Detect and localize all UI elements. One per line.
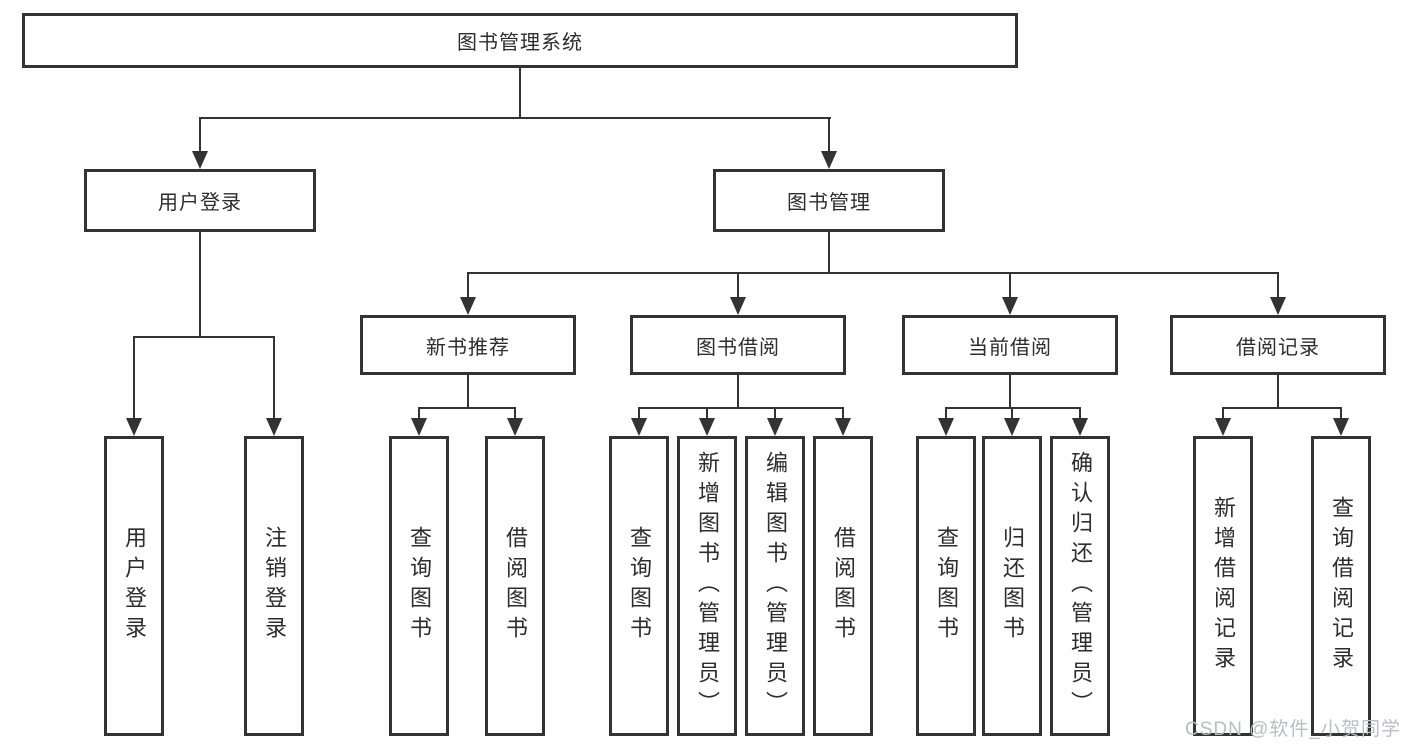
node-borrowing-records: 借阅记录: [1170, 315, 1386, 375]
node-borrowing-records-label: 借阅记录: [1236, 336, 1320, 359]
leaf-logout-login: 注销登录: [244, 436, 304, 736]
node-user-login: 用户登录: [84, 169, 316, 232]
node-new-book-recommendation-label: 新书推荐: [426, 336, 510, 359]
leaf-query-books-current: 查询图书: [916, 436, 976, 736]
arrow-to-query-books-3: [938, 407, 954, 436]
arrow-to-query-books-2: [631, 407, 647, 436]
node-user-login-label: 用户登录: [158, 192, 242, 214]
arrow-to-leaf-logout: [266, 336, 282, 436]
watermark: CSDN @软件_小贺同学: [1185, 719, 1401, 740]
leaf-user-login-label: 用户登录: [122, 526, 147, 646]
connector-borrowing-vline: [737, 375, 739, 407]
arrow-to-borrow-books-2: [835, 407, 851, 436]
arrow-to-current-borrowing: [1002, 272, 1018, 315]
connector-book-management-vline: [828, 232, 830, 272]
node-book-borrowing-label: 图书借阅: [696, 336, 780, 359]
connector-user-login-vline: [199, 232, 201, 336]
leaf-query-borrow-record: 查询借阅记录: [1311, 436, 1371, 736]
connector-current-hline: [945, 407, 1081, 409]
connector-root-vline: [519, 68, 521, 117]
connector-recommendation-vline: [467, 375, 469, 407]
arrow-to-add-books: [699, 407, 715, 436]
arrow-to-return-books: [1004, 407, 1020, 436]
leaf-confirm-return-admin: 确认归还（管理员）: [1050, 436, 1110, 736]
leaf-borrow-books-borrowing: 借阅图书: [813, 436, 873, 736]
node-library-system-label: 图书管理系统: [457, 32, 583, 54]
arrow-to-new-book-recommendation: [460, 272, 476, 315]
leaf-borrow-books-borrowing-label: 借阅图书: [831, 526, 856, 646]
arrow-to-book-borrowing: [730, 272, 746, 315]
arrow-to-leaf-user-login: [126, 336, 142, 436]
leaf-confirm-return-admin-label: 确认归还（管理员）: [1068, 451, 1093, 721]
leaf-query-books-borrowing-label: 查询图书: [627, 526, 652, 646]
arrow-to-borrow-books-1: [507, 407, 523, 436]
connector-root-hline: [199, 117, 831, 119]
arrow-to-confirm-return: [1072, 407, 1088, 436]
connector-user-login-hline: [133, 336, 275, 338]
arrow-to-user-login: [192, 117, 208, 169]
leaf-add-books-admin: 新增图书（管理员）: [677, 436, 737, 736]
leaf-add-borrow-record-label: 新增借阅记录: [1211, 496, 1236, 676]
connector-recommendation-hline: [418, 407, 516, 409]
node-book-borrowing: 图书借阅: [630, 315, 846, 375]
connector-book-management-hline: [467, 272, 1279, 274]
leaf-borrow-books-recommend: 借阅图书: [485, 436, 545, 736]
node-new-book-recommendation: 新书推荐: [360, 315, 576, 375]
connector-records-vline: [1277, 375, 1279, 407]
leaf-user-login: 用户登录: [104, 436, 164, 736]
connector-current-vline: [1009, 375, 1011, 407]
arrow-to-add-record: [1215, 407, 1231, 436]
leaf-query-books-recommend: 查询图书: [389, 436, 449, 736]
leaf-add-borrow-record: 新增借阅记录: [1193, 436, 1253, 736]
node-book-management-label: 图书管理: [787, 192, 871, 214]
leaf-query-borrow-record-label: 查询借阅记录: [1329, 496, 1354, 676]
leaf-add-books-admin-label: 新增图书（管理员）: [695, 451, 720, 721]
node-current-borrowing-label: 当前借阅: [968, 336, 1052, 359]
leaf-edit-books-admin-label: 编辑图书（管理员）: [763, 451, 788, 721]
leaf-logout-login-label: 注销登录: [262, 526, 287, 646]
arrow-to-edit-books: [767, 407, 783, 436]
arrow-to-query-record: [1333, 407, 1349, 436]
leaf-return-books-label: 归还图书: [1000, 526, 1025, 646]
arrow-to-book-management: [821, 117, 837, 169]
leaf-query-books-borrowing: 查询图书: [609, 436, 669, 736]
leaf-return-books: 归还图书: [982, 436, 1042, 736]
arrow-to-query-books-1: [411, 407, 427, 436]
leaf-query-books-current-label: 查询图书: [934, 526, 959, 646]
node-current-borrowing: 当前借阅: [902, 315, 1118, 375]
node-library-system: 图书管理系统: [22, 13, 1018, 68]
leaf-edit-books-admin: 编辑图书（管理员）: [745, 436, 805, 736]
arrow-to-borrowing-records: [1270, 272, 1286, 315]
leaf-borrow-books-recommend-label: 借阅图书: [503, 526, 528, 646]
leaf-query-books-recommend-label: 查询图书: [407, 526, 432, 646]
connector-borrowing-hline: [638, 407, 844, 409]
node-book-management: 图书管理: [713, 169, 945, 232]
connector-records-hline: [1222, 407, 1342, 409]
